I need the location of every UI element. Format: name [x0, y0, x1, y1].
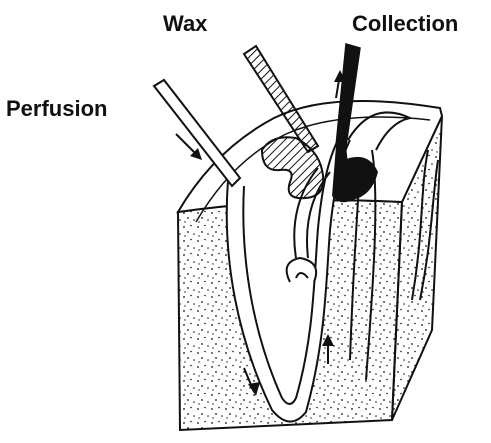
glomerulus	[287, 258, 316, 282]
label-collection: Collection	[352, 11, 458, 36]
label-perfusion: Perfusion	[6, 96, 107, 121]
label-wax: Wax	[163, 11, 208, 36]
perfusion-pipette	[154, 80, 240, 186]
